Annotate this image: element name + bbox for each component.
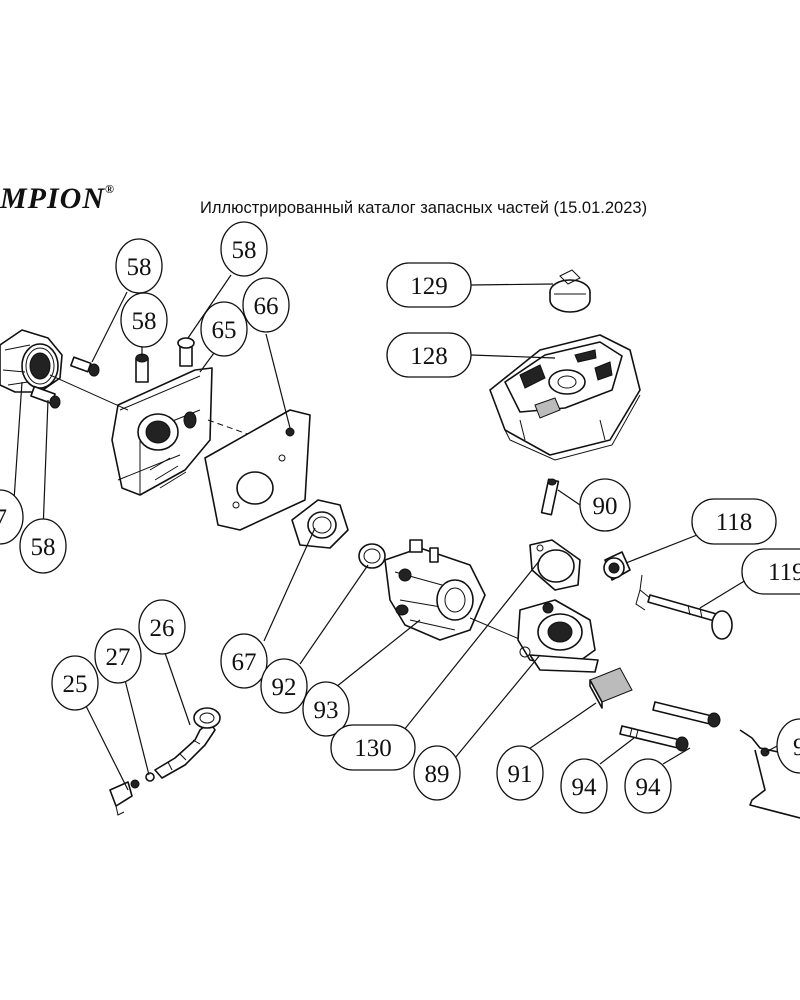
callout-66: 66	[242, 277, 290, 333]
callout-26: 26	[138, 599, 186, 655]
callout-128: 128	[386, 332, 472, 378]
pin-90-part	[540, 478, 560, 516]
svg-text:91: 91	[508, 761, 533, 788]
svg-text:65: 65	[212, 317, 237, 344]
callout-92: 92	[260, 658, 308, 714]
callout-58-a: 58	[115, 238, 163, 294]
leader-lines	[13, 274, 780, 791]
svg-text:7: 7	[0, 505, 7, 532]
callout-58-b: 58	[220, 221, 268, 277]
callout-94-b: 94	[624, 758, 672, 814]
page-title: Иллюстрированный каталог запасных частей…	[200, 199, 648, 217]
block-91-part	[589, 667, 633, 709]
svg-text:90: 90	[593, 493, 618, 520]
callout-58-d: 58	[19, 518, 67, 574]
mounting-bracket-part	[111, 367, 213, 496]
registered-mark: ®	[105, 182, 115, 196]
bolt-58-b	[135, 353, 149, 383]
svg-text:93: 93	[314, 697, 339, 724]
svg-text:94: 94	[636, 774, 662, 801]
svg-text:58: 58	[232, 237, 257, 264]
callout-89: 89	[413, 745, 461, 801]
gasket-66-part	[204, 409, 311, 531]
callout-91: 91	[496, 745, 544, 801]
callout-27: 27	[94, 628, 142, 684]
spacer-118-part	[603, 551, 631, 581]
svg-text:58: 58	[31, 534, 56, 561]
bolt-94-b	[652, 701, 721, 728]
svg-text:67: 67	[232, 649, 257, 676]
callout-118: 118	[691, 498, 777, 545]
tank-cap-129-part	[549, 269, 591, 313]
bolt-58-d	[30, 385, 61, 409]
svg-text:89: 89	[425, 761, 450, 788]
bolt-94-a	[619, 725, 689, 752]
svg-text:9: 9	[793, 734, 800, 761]
callout-90: 90	[579, 478, 631, 532]
svg-text:129: 129	[410, 273, 448, 300]
callout-9-partial: 9	[776, 718, 800, 774]
callout-129: 129	[386, 262, 472, 308]
callout-7-partial: 7	[0, 489, 24, 545]
svg-text:118: 118	[716, 509, 753, 536]
fuel-tank-128-part	[489, 334, 641, 461]
part-drawings	[0, 269, 800, 819]
svg-text:58: 58	[132, 308, 157, 335]
bolt-58-a	[70, 356, 100, 377]
flange-67-part	[291, 499, 349, 549]
svg-text:94: 94	[572, 774, 598, 801]
callout-93: 93	[302, 681, 350, 737]
fuel-hose-part	[109, 707, 221, 816]
callout-94-a: 94	[560, 758, 608, 814]
brand-text: MPION	[0, 182, 106, 215]
carburetor-93-part	[384, 539, 486, 641]
svg-text:130: 130	[354, 735, 392, 762]
svg-text:58: 58	[127, 254, 152, 281]
adapter-89-part	[517, 599, 599, 673]
o-ring-92-part	[358, 543, 386, 569]
rod-119-part	[635, 574, 733, 640]
callout-119-partial: 119	[741, 548, 800, 595]
svg-text:27: 27	[106, 644, 131, 671]
callout-58-c: 58	[120, 292, 168, 348]
callout-25: 25	[51, 655, 99, 711]
svg-text:128: 128	[410, 343, 448, 370]
svg-text:92: 92	[272, 674, 297, 701]
brand-logo: MPION®	[0, 182, 115, 216]
gasket-130-part	[529, 539, 581, 591]
callout-65: 65	[200, 301, 248, 357]
svg-text:26: 26	[150, 615, 175, 642]
intake-cone-part	[0, 329, 63, 393]
svg-text:119: 119	[768, 559, 800, 586]
callout-130: 130	[330, 724, 416, 771]
callout-67: 67	[220, 633, 268, 689]
callout-labels: 58 58 58 65 66 58	[0, 221, 800, 814]
bolt-58-c	[177, 337, 195, 367]
svg-text:66: 66	[254, 293, 279, 320]
svg-text:25: 25	[63, 671, 88, 698]
